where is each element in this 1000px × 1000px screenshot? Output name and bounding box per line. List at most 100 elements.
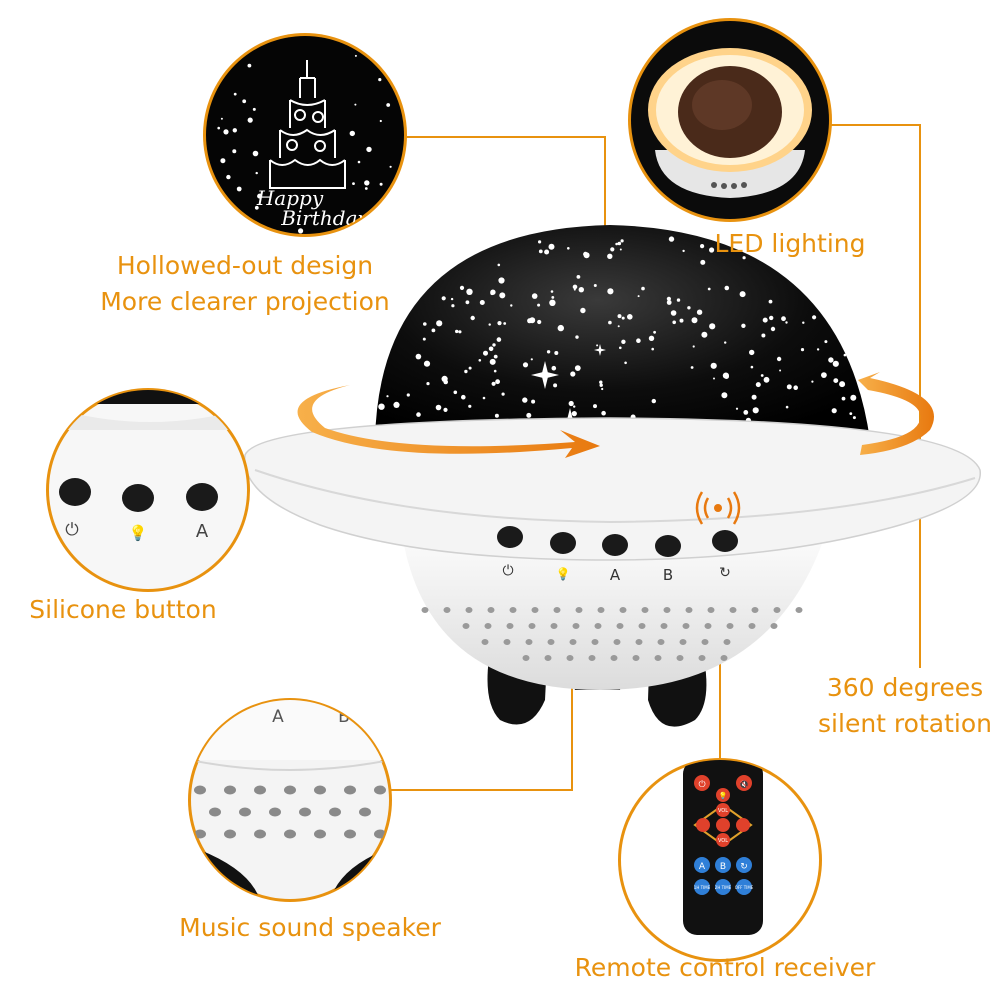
closeup-pattern: Happy Birthday [203, 33, 407, 237]
star-dot [298, 228, 304, 234]
speaker-hole [525, 639, 533, 645]
speaker-hole [269, 807, 281, 817]
star-dot [651, 347, 654, 351]
star-dot [709, 247, 715, 253]
star-dot [254, 205, 259, 210]
speaker-hole [284, 785, 296, 795]
star-dot [849, 412, 853, 415]
star-dot [415, 353, 422, 360]
star-dot [493, 369, 497, 373]
power-button[interactable] [497, 526, 523, 548]
speaker-hole [632, 655, 640, 661]
star-dot [492, 343, 496, 347]
birthday-text-line2: Birthday [280, 206, 369, 230]
rotate-button[interactable] [712, 530, 738, 552]
remote-vol-down-key [716, 833, 730, 847]
speaker-grille [421, 607, 803, 661]
speaker-hole [748, 623, 756, 629]
star-dot [468, 366, 472, 370]
speaker-hole [299, 807, 311, 817]
projector: ⏻ 💡 A B ↻ [244, 225, 981, 727]
star-dot [386, 103, 391, 107]
star-dot [710, 362, 717, 369]
remote-prev-key [696, 818, 710, 832]
callout-rotation-line2: silent rotation [818, 709, 992, 738]
closeup-speaker-a-label: A [272, 707, 284, 727]
star-dot [450, 297, 454, 301]
star-dot [601, 387, 604, 391]
remote-off-key [736, 879, 752, 895]
star-dot [503, 322, 507, 325]
speaker-hole [638, 623, 646, 629]
star-dot [608, 320, 612, 325]
star-dot [223, 129, 229, 135]
star-dot [468, 404, 472, 408]
projector-dome [375, 225, 870, 440]
star-dot [575, 335, 579, 339]
star-dot [232, 128, 237, 133]
star-dot [615, 242, 618, 246]
star-dot [570, 371, 576, 377]
callout-silicone-line1: Silicone button [29, 595, 217, 624]
star-dot [489, 358, 496, 365]
star-dot [488, 346, 494, 352]
speaker-hole [597, 607, 605, 613]
speaker-hole [660, 623, 668, 629]
star-dot [752, 407, 759, 414]
star-dot [722, 372, 730, 379]
star-dot [226, 174, 231, 180]
rotation-arrow-right [858, 372, 934, 455]
b-button[interactable] [655, 535, 681, 557]
remote-vol-down-label: VOL [718, 838, 728, 844]
star-dot [574, 365, 581, 371]
callout-remote: Remote control receiver [565, 950, 885, 986]
speaker-hole [591, 639, 599, 645]
remote-2h-key-label: 2H TIME [715, 885, 732, 890]
star-dot [741, 323, 746, 328]
star-dot [833, 378, 839, 383]
closeup-remote: ⏻ 💡 🔇 VOL VOL A B ↻ 1H TIME 2H TIME [618, 758, 822, 962]
speaker-hole [314, 785, 326, 795]
star-dot [751, 394, 757, 400]
speaker-hole [314, 829, 326, 839]
star-dot [389, 165, 392, 168]
speaker-hole [503, 639, 511, 645]
star-dot [526, 412, 532, 418]
projector-button-row: ⏻ 💡 A B ↻ [497, 526, 738, 584]
star-dot [763, 376, 770, 383]
speaker-hole [528, 623, 536, 629]
remote-1h-key [694, 879, 710, 895]
star-dot [676, 298, 681, 302]
star-dot [538, 240, 542, 244]
star-dot [242, 99, 247, 104]
star-dot [770, 326, 776, 332]
star-dot [701, 331, 708, 338]
star-dot [522, 397, 528, 403]
a-button[interactable] [602, 534, 628, 556]
star-dot [596, 344, 599, 347]
star-dot [529, 317, 536, 324]
speaker-hole [421, 607, 429, 613]
star-dot [441, 375, 448, 382]
star-dot [696, 309, 703, 315]
star-dot [531, 293, 538, 299]
star-dot [621, 316, 625, 320]
star-dot [553, 383, 558, 388]
star-dot [760, 374, 764, 377]
remote-light-key-label: 💡 [719, 791, 728, 800]
dome-star-pattern [378, 236, 857, 441]
star-dot [572, 284, 578, 290]
star-dot [459, 285, 465, 290]
star-dot [354, 54, 357, 57]
light-button[interactable] [550, 532, 576, 554]
speaker-hole [487, 607, 495, 613]
star-dot [755, 382, 761, 388]
star-dot [247, 63, 252, 68]
star-dot [493, 354, 498, 359]
star-dot [379, 182, 383, 186]
speaker-hole [619, 607, 627, 613]
star-dot [627, 314, 633, 320]
star-dot [682, 249, 685, 253]
speaker-hole [654, 655, 662, 661]
star-dot [690, 366, 694, 369]
